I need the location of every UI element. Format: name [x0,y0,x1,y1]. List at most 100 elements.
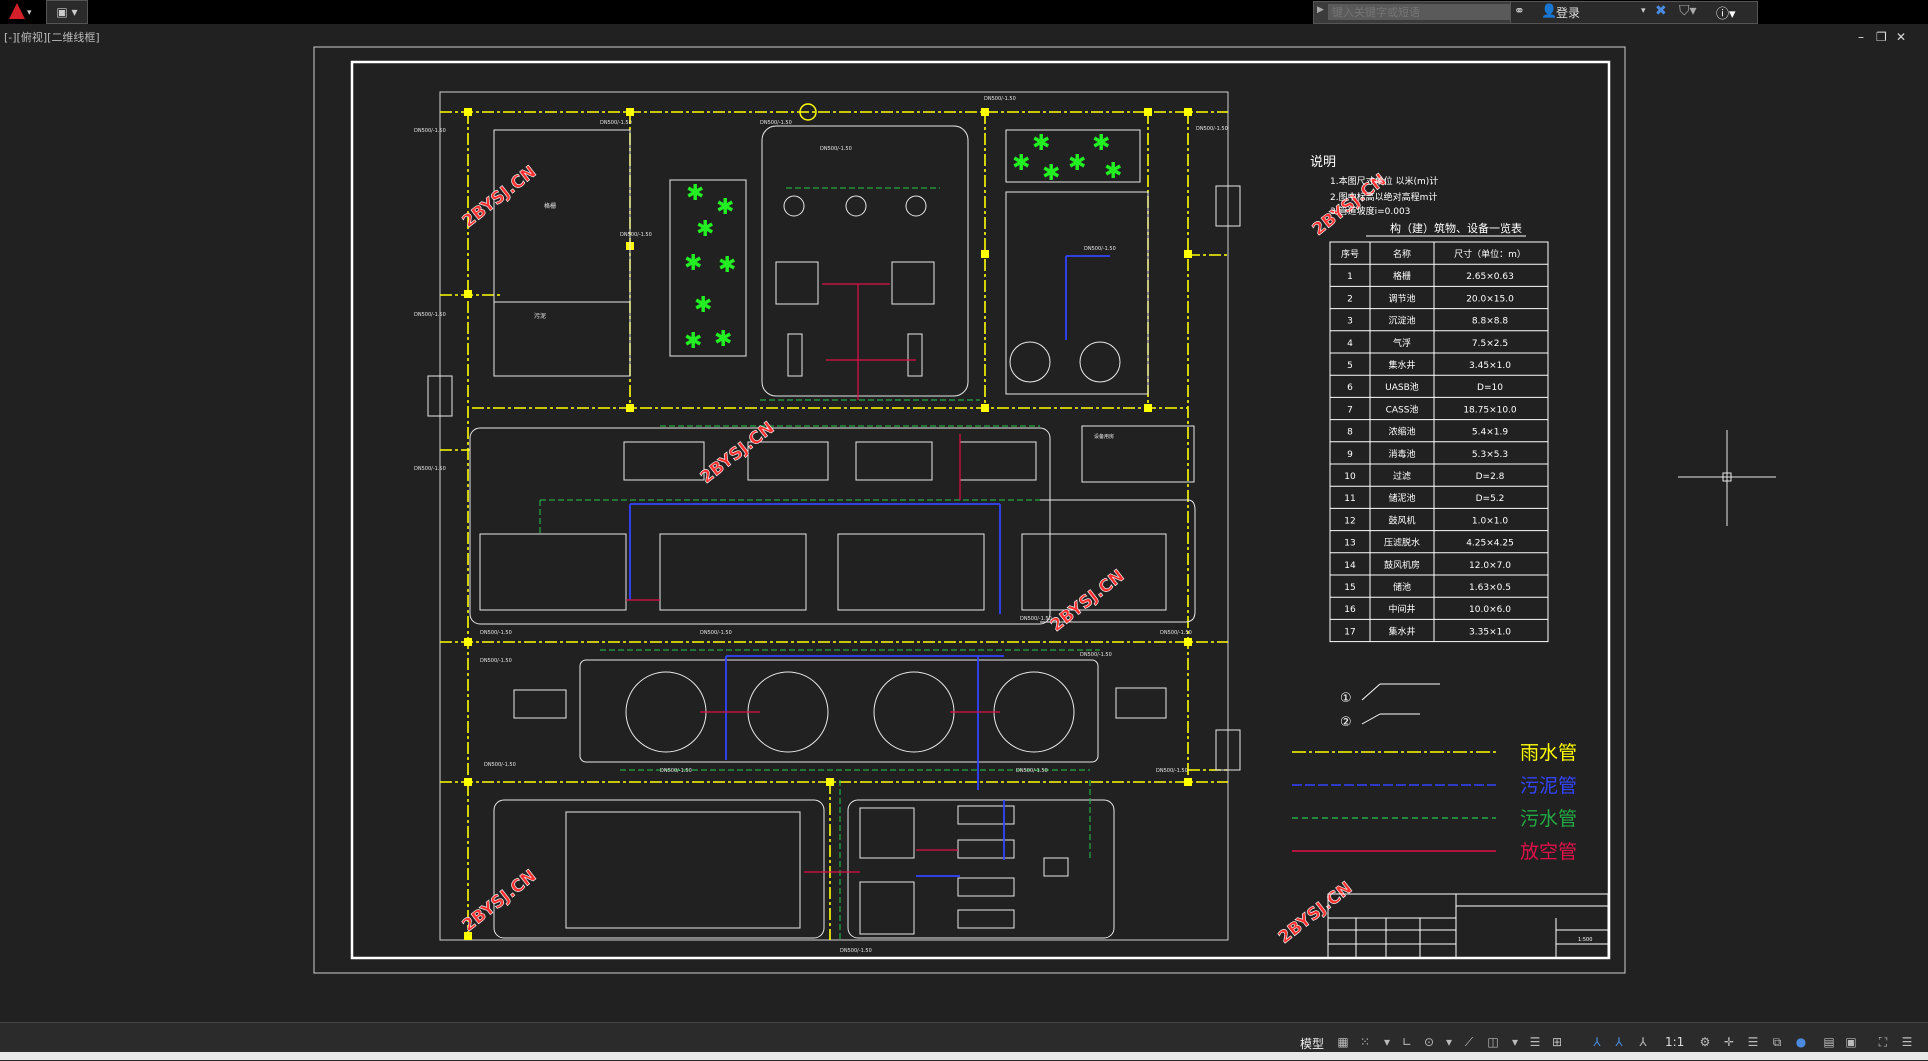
table-cell: 2 [1347,294,1353,304]
workspace-gear-icon[interactable]: ⚙ [1699,1035,1711,1049]
svg-text:DN500/-1.50: DN500/-1.50 [414,128,446,134]
clean-screen-icon[interactable]: ▣ [1845,1035,1857,1049]
table-cell: 8 [1347,428,1353,438]
annotation-scale-label[interactable]: 1:1 [1665,1035,1685,1049]
table-cell: 17 [1344,627,1355,637]
svg-text:DN500/-1.50: DN500/-1.50 [1016,768,1048,774]
snap-dropdown-icon[interactable]: ▾ [1383,1035,1391,1049]
watermark-text: 2BYSJ.CN [697,418,779,488]
exchange-icon[interactable]: ✖ [1655,3,1667,19]
app-menu-button[interactable]: ▾ [2,0,38,22]
close-icon[interactable]: ✕ [1896,30,1907,44]
taskbar-strip [0,1052,1928,1060]
structures [427,125,1241,939]
lineweight-icon[interactable]: ☰ [1529,1035,1541,1049]
rain-inlets [464,108,1192,940]
osnap-dropdown-icon[interactable]: ▾ [1511,1035,1519,1049]
note-3: 3.管道坡度i=0.003 [1330,205,1410,217]
quick-access-toolbar-button[interactable]: ▣ ▾ [46,0,88,24]
table-cell: 16 [1344,605,1356,615]
binoculars-icon[interactable]: ⚭ [1514,4,1525,19]
marker-2: ② [1340,715,1352,730]
svg-text:DN500/-1.50: DN500/-1.50 [660,768,692,774]
svg-text:DN500/-1.50: DN500/-1.50 [484,762,516,768]
units-icon[interactable]: ☰ [1747,1035,1759,1049]
svg-text:DN500/-1.50: DN500/-1.50 [620,232,652,238]
hardware-acceleration-icon[interactable]: ▤ [1823,1035,1835,1049]
svg-text:✱: ✱ [1042,161,1060,186]
isodraft-icon[interactable]: ▾ [1445,1035,1453,1049]
table-cell: 5.4×1.9 [1472,428,1508,438]
vent-pipe-network [626,283,1000,873]
drawing-canvas[interactable]: ✱✱ ✱✱ ✱✱ ✱✱ ✱✱ ✱✱ ✱✱ [0,24,1928,1020]
quick-properties-icon[interactable]: ⧉ [1772,1034,1782,1049]
table-cell: 7 [1347,405,1353,415]
svg-text:DN500/-1.50: DN500/-1.50 [984,96,1016,102]
table-cell: 20.0×15.0 [1466,294,1514,304]
watermarks: 2BYSJ.CN 2BYSJ.CN 2BYSJ.CN 2BYSJ.CN 2BYS… [458,162,1390,948]
annotation-visibility-icon[interactable]: ⅄ [1593,1035,1601,1049]
svg-text:✱: ✱ [694,293,712,318]
account-icon[interactable]: ⛉▾ [1679,3,1697,19]
table-cell: 10.0×6.0 [1469,605,1511,615]
table-cell: 储池 [1393,581,1411,593]
table-header-cell: 名称 [1393,248,1411,260]
svg-text:DN500/-1.50: DN500/-1.50 [414,312,446,318]
isolate-objects-icon[interactable]: ● [1795,1035,1807,1049]
svg-text:✱: ✱ [1068,151,1086,176]
table-header-cell: 尺寸（单位：m） [1454,248,1526,260]
svg-text:✱: ✱ [684,251,702,276]
table-cell: 13 [1344,539,1355,549]
customization-icon[interactable]: ☰ [1901,1035,1913,1049]
grid-icon[interactable]: ▦ [1337,1035,1349,1049]
viewport-controls[interactable]: [-][俯视][二维线框] [4,31,100,44]
annotation-monitor-icon[interactable]: ✛ [1723,1035,1735,1049]
svg-text:DN500/-1.50: DN500/-1.50 [480,658,512,664]
login-button[interactable]: 登录 [1556,6,1581,20]
restore-icon[interactable]: ❐ [1876,30,1887,44]
title-block-scale: 1:500 [1578,937,1592,943]
object-snap-tracking-icon[interactable]: ⟋ [1464,1034,1474,1049]
table-cell: 18.75×10.0 [1463,405,1517,415]
table-cell: 9 [1347,450,1353,460]
table-cell: 集水井 [1388,625,1415,637]
table-cell: 10 [1344,472,1356,482]
minimize-icon[interactable]: – [1858,30,1864,44]
ortho-icon[interactable]: ∟ [1401,1035,1413,1049]
workspace-icon: ▣ ▾ [56,5,78,19]
polar-icon[interactable]: ⊙ [1423,1035,1435,1049]
table-title: 构（建）筑物、设备一览表 [1390,221,1522,235]
svg-text:✱: ✱ [684,329,702,354]
annotation-scale-icon[interactable]: ⅄ [1639,1035,1647,1049]
model-tab[interactable]: 模型 [1300,1037,1325,1051]
svg-text:▾: ▾ [27,8,32,18]
object-snap-icon[interactable]: ◫ [1487,1035,1499,1049]
user-icon[interactable]: 👤 [1541,4,1558,19]
table-cell: 1.0×1.0 [1472,516,1508,526]
legend-label: 放空管 [1520,841,1577,863]
transparency-icon[interactable]: ⊞ [1551,1035,1563,1049]
search-arrow-icon: ▶ [1317,5,1324,15]
table-cell: 鼓风机房 [1384,559,1420,571]
svg-text:✱: ✱ [686,181,704,206]
room-label: 设备用房 [1094,433,1114,440]
table-cell: 5.3×5.3 [1472,450,1508,460]
snap-icon[interactable]: ⁙ [1359,1035,1371,1049]
watermark-text: 2BYSJ.CN [1275,878,1357,948]
table-cell: 4 [1347,339,1353,349]
auto-scale-icon[interactable]: ⅄ [1615,1035,1623,1049]
legend-label: 雨水管 [1520,742,1577,764]
sludge-pipe-network [629,255,1110,877]
site-boundary [439,91,1229,941]
svg-text:DN500/-1.50: DN500/-1.50 [1156,768,1188,774]
fullscreen-icon[interactable]: ⛶ [1878,1034,1888,1049]
table-cell: 14 [1344,561,1356,571]
table-cell: 格栅 [1393,270,1411,282]
search-input[interactable] [1328,4,1536,20]
svg-text:DN500/-1.50: DN500/-1.50 [414,466,446,472]
sludge-zone-label: 污泥 [534,312,546,320]
login-dropdown-icon[interactable]: ▾ [1641,6,1646,16]
svg-text:DN500/-1.50: DN500/-1.50 [1196,126,1228,132]
help-icon[interactable]: ⓘ▾ [1716,7,1736,22]
